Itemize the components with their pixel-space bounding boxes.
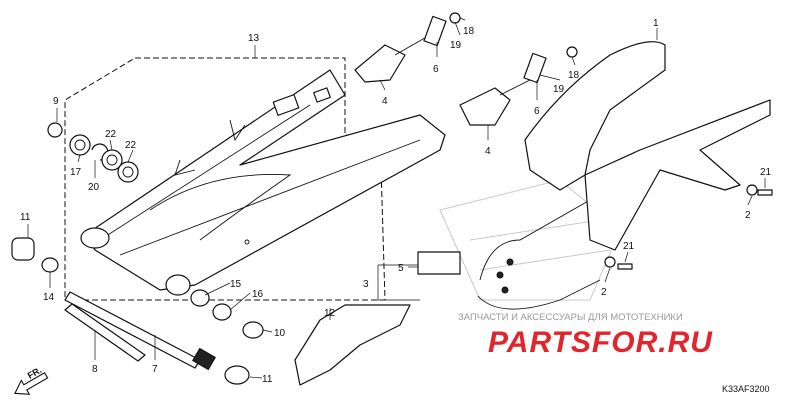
leader-lines [27, 17, 766, 379]
callout-10: 10 [274, 328, 286, 339]
chain-adjuster-right [459, 46, 578, 126]
callout-15: 15 [230, 279, 242, 290]
part-16-bearing [212, 303, 232, 321]
callout-6-left: 6 [433, 64, 439, 75]
callout-12: 12 [324, 308, 336, 319]
callout-8: 8 [92, 364, 98, 375]
watermark-brand: PARTSFOR.RU [488, 326, 713, 359]
callout-21-bottom: 21 [623, 241, 635, 252]
part-14-collar [41, 257, 59, 273]
swingarm-assembly-outline [64, 57, 386, 301]
callout-4-left: 4 [382, 96, 388, 107]
swingarm [80, 69, 446, 296]
pivot-parts [11, 122, 264, 385]
chain-slider [294, 304, 411, 386]
callout-18-left: 18 [463, 26, 475, 37]
part-11-cap-bottom [224, 365, 250, 385]
drive-chain [417, 199, 601, 310]
callout-19-left: 19 [450, 40, 462, 51]
part-2-collar-bottom [604, 256, 616, 268]
part-22-bearing-b [117, 161, 139, 183]
watermark-tagline: ЗАПЧАСТИ И АКСЕССУАРЫ ДЛЯ МОТОТЕХНИКИ [458, 312, 683, 323]
part-15-bearing [190, 289, 210, 307]
callout-7: 7 [152, 364, 158, 375]
callout-22-left: 22 [105, 129, 117, 140]
rear-fender [524, 41, 773, 270]
part-17-bearing [69, 134, 91, 156]
chain-adjuster-left [354, 12, 461, 83]
callout-6-right: 6 [534, 106, 540, 117]
callout-13: 13 [248, 33, 260, 44]
callout-4-right: 4 [485, 146, 491, 157]
callout-labels: 1 2 2 3 4 4 5 6 6 7 8 9 10 11 11 12 13 1… [20, 18, 772, 385]
callout-17: 17 [70, 167, 82, 178]
diagram-code: K33AF3200 [722, 384, 770, 394]
callout-22-right: 22 [125, 140, 137, 151]
forward-arrow: FR. [14, 365, 49, 395]
callout-18-right: 18 [568, 70, 580, 81]
callout-14: 14 [43, 292, 55, 303]
callout-21-top: 21 [760, 167, 772, 178]
callout-19-right: 19 [553, 84, 565, 95]
part-5-master-link [417, 251, 461, 275]
callout-16: 16 [252, 289, 264, 300]
callout-11-top: 11 [20, 212, 31, 223]
part-11-cap-top [11, 237, 35, 261]
callout-2-bottom: 2 [601, 287, 607, 298]
part-9-dust-seal [47, 122, 63, 138]
part-10-dust-seal [242, 321, 264, 339]
part-8-pivot-collar [64, 303, 146, 362]
callout-20: 20 [88, 182, 100, 193]
callout-2-top: 2 [745, 210, 751, 221]
callout-5: 5 [398, 263, 404, 274]
part-2-collar-top [746, 184, 758, 196]
callout-3: 3 [363, 279, 369, 290]
callout-1: 1 [653, 18, 659, 29]
callout-9: 9 [53, 96, 59, 107]
watermark-sketch [439, 179, 621, 301]
callout-11-bottom: 11 [262, 374, 273, 385]
